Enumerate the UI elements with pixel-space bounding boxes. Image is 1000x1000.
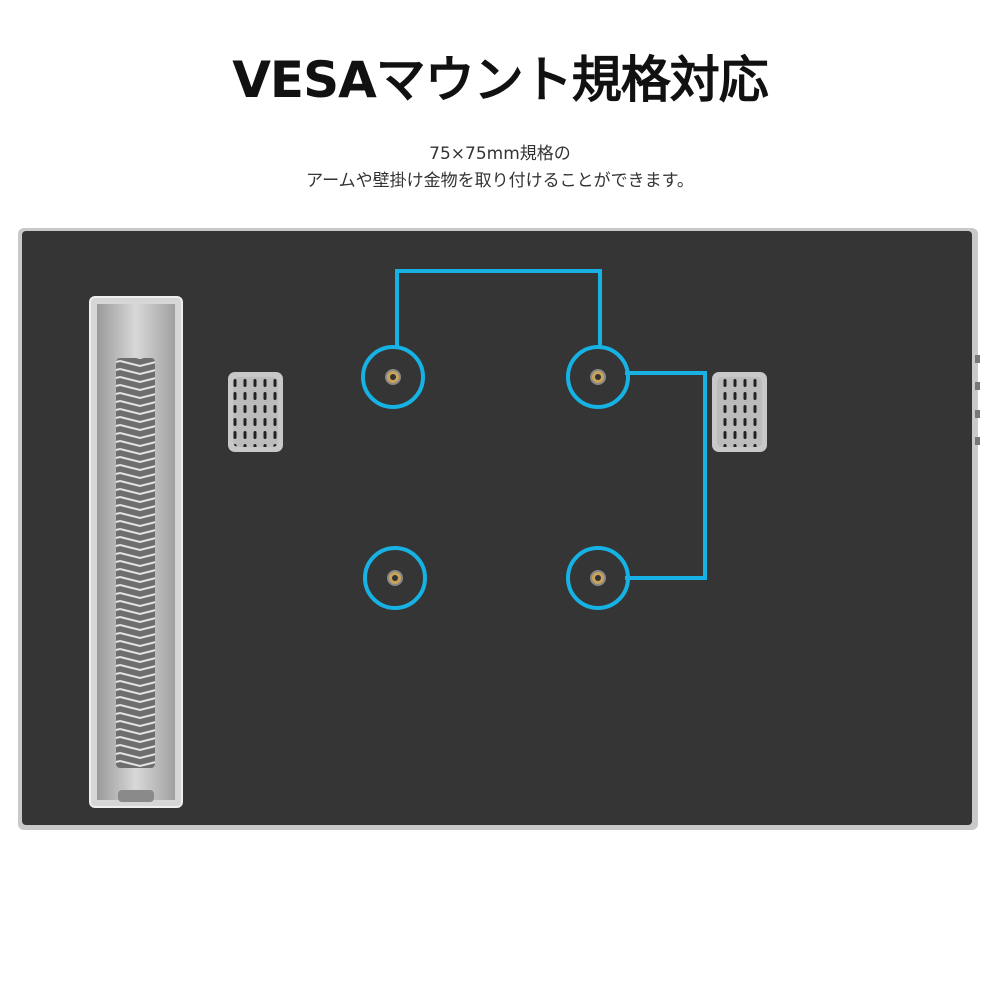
screw-hole-top-right: [566, 345, 630, 409]
screw-hole-bottom-right: [566, 546, 630, 610]
vesa-dimension-lines: [395, 269, 707, 580]
screw-hole-top-left: [361, 345, 425, 409]
speaker-grille-right: [712, 372, 767, 452]
kickstand: [89, 296, 183, 808]
page-title: VESAマウント規格対応: [232, 51, 769, 109]
vesa-screw-holes: [361, 345, 630, 610]
subtitle-line-2: アームや壁掛け金物を取り付けることができます。: [306, 171, 694, 191]
screw-hole-bottom-left: [363, 546, 427, 610]
speaker-grille-left: [228, 372, 283, 452]
subtitle-line-1: 75×75mm規格の: [429, 144, 571, 164]
